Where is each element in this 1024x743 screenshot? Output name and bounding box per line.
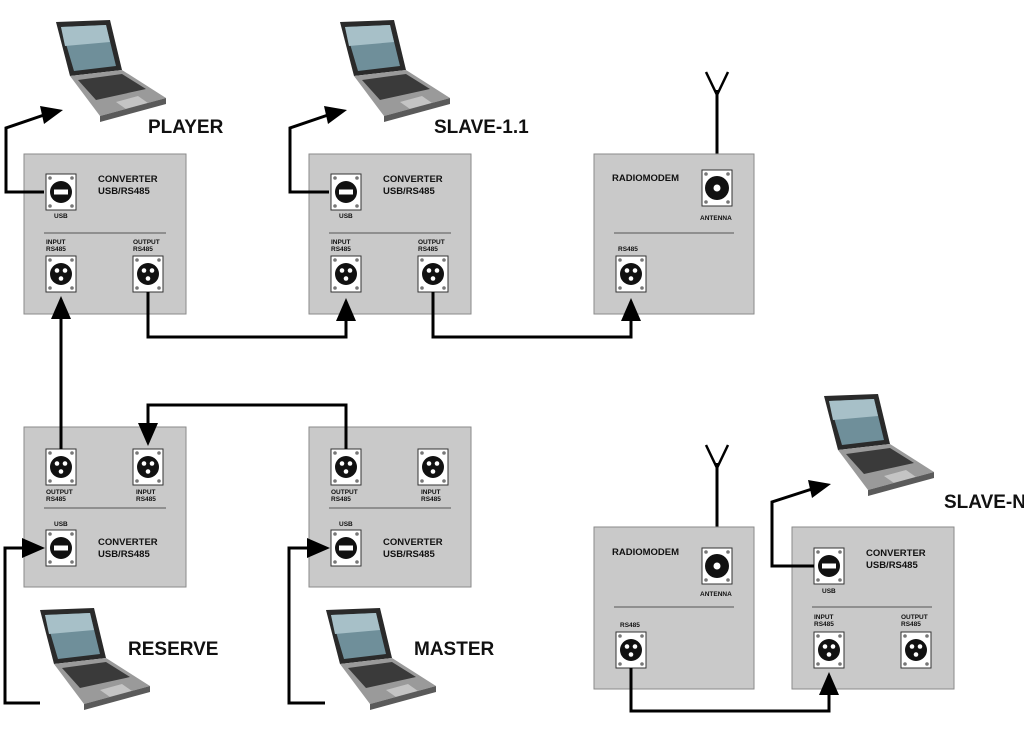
input-rs485-label: RS485: [814, 621, 834, 628]
rs485-label: RS485: [618, 246, 638, 253]
slave-n-n-label: SLAVE-N.n: [944, 492, 1024, 513]
usb-port-icon: [813, 547, 845, 585]
input-rs485-label: RS485: [331, 246, 351, 253]
converter-slave-n-n: CONVERTER USB/RS485 USB INPUT RS485 OUTP…: [791, 526, 955, 690]
output-xlr-icon: [417, 255, 449, 293]
converter-subtitle: USB/RS485: [98, 186, 150, 197]
antenna-label: ANTENNA: [700, 215, 732, 222]
cable-reserve-laptop-usb: [3, 546, 40, 705]
slave-n-n-laptop-icon: [824, 394, 934, 496]
input-label: INPUT: [46, 239, 66, 246]
radiomodem-top: RADIOMODEM ANTENNA RS485: [593, 70, 755, 315]
usb-port-label: USB: [822, 588, 836, 595]
input-xlr-icon: [417, 448, 449, 486]
master-label: MASTER: [414, 639, 495, 660]
usb-port-icon: [45, 529, 77, 567]
slave-1-1-label: SLAVE-1.1: [434, 117, 529, 138]
reserve-label: RESERVE: [128, 639, 218, 660]
output-rs485-label: RS485: [901, 621, 921, 628]
rs485-xlr-icon: [615, 255, 647, 293]
converter-subtitle: USB/RS485: [383, 186, 435, 197]
player-laptop-icon: [56, 20, 166, 122]
output-rs485-label: RS485: [133, 246, 153, 253]
cable-master-to-reserve: [146, 403, 348, 449]
arrow-head: [307, 538, 330, 558]
output-xlr-icon: [900, 631, 932, 669]
arrow-head: [138, 423, 158, 446]
arrow-head: [51, 296, 71, 319]
arrow-head: [336, 298, 356, 321]
arrow-head: [22, 538, 45, 558]
input-xlr-icon: [132, 448, 164, 486]
arrow-head: [621, 298, 641, 321]
output-label: OUTPUT: [46, 489, 73, 496]
input-xlr-icon: [330, 255, 362, 293]
input-label: INPUT: [421, 489, 441, 496]
input-rs485-label: RS485: [136, 496, 156, 503]
cable-slave-n-n-usb: [770, 487, 814, 568]
output-rs485-label: RS485: [418, 246, 438, 253]
output-xlr-icon: [132, 255, 164, 293]
slave-1-1-laptop-icon: [340, 20, 450, 122]
cable-a-to-b: [146, 292, 348, 339]
usb-port-icon: [330, 173, 362, 211]
converter-title: CONVERTER: [98, 537, 158, 548]
converter-title: CONVERTER: [383, 174, 443, 185]
output-label: OUTPUT: [901, 614, 928, 621]
usb-port-label: USB: [54, 213, 68, 220]
antenna-connector-icon: [701, 547, 733, 585]
radiomodem-title: RADIOMODEM: [612, 547, 679, 558]
converter-slave-1-1: CONVERTER USB/RS485 USB INPUT RS485 OUTP…: [308, 153, 472, 315]
cable-slave-1-1-usb: [288, 113, 329, 194]
output-rs485-label: RS485: [46, 496, 66, 503]
output-label: OUTPUT: [133, 239, 160, 246]
radiomodem-bottom: RADIOMODEM ANTENNA RS485: [593, 443, 755, 690]
converter-title: CONVERTER: [866, 548, 926, 559]
converter-subtitle: USB/RS485: [383, 549, 435, 560]
usb-port-label: USB: [54, 521, 68, 528]
input-rs485-label: RS485: [46, 246, 66, 253]
output-rs485-label: RS485: [331, 496, 351, 503]
cable-player-usb: [4, 113, 45, 194]
converter-master: OUTPUT RS485 INPUT RS485 USB CONVERTER U…: [308, 426, 472, 588]
arrow-head: [819, 672, 839, 695]
rs485-label: RS485: [620, 622, 640, 629]
cable-b-to-radiomodem: [431, 292, 633, 339]
input-xlr-icon: [813, 631, 845, 669]
arrow-head: [40, 106, 63, 124]
converter-subtitle: USB/RS485: [866, 560, 918, 571]
usb-port-icon: [330, 529, 362, 567]
input-rs485-label: RS485: [421, 496, 441, 503]
antenna-label: ANTENNA: [700, 591, 732, 598]
converter-title: CONVERTER: [383, 537, 443, 548]
cable-radiomodem-to-e: [629, 668, 831, 713]
arrow-head: [808, 480, 831, 498]
input-label: INPUT: [814, 614, 834, 621]
output-label: OUTPUT: [331, 489, 358, 496]
usb-port-label: USB: [339, 213, 353, 220]
radiomodem-title: RADIOMODEM: [612, 173, 679, 184]
usb-port-icon: [45, 173, 77, 211]
arrow-head: [324, 106, 347, 124]
output-xlr-icon: [330, 448, 362, 486]
converter-subtitle: USB/RS485: [98, 549, 150, 560]
converter-reserve: OUTPUT RS485 INPUT RS485 USB CONVERTER U…: [23, 426, 187, 588]
output-label: OUTPUT: [418, 239, 445, 246]
player-label: PLAYER: [148, 117, 224, 138]
usb-port-label: USB: [339, 521, 353, 528]
cable-master-laptop-usb: [287, 546, 325, 705]
output-xlr-icon: [45, 448, 77, 486]
converter-title: CONVERTER: [98, 174, 158, 185]
antenna-connector-icon: [701, 169, 733, 207]
rs485-xlr-icon: [615, 631, 647, 669]
converter-player: CONVERTER USB/RS485 USB INPUT RS485 OUTP…: [23, 153, 187, 315]
input-label: INPUT: [136, 489, 156, 496]
input-xlr-icon: [45, 255, 77, 293]
input-label: INPUT: [331, 239, 351, 246]
